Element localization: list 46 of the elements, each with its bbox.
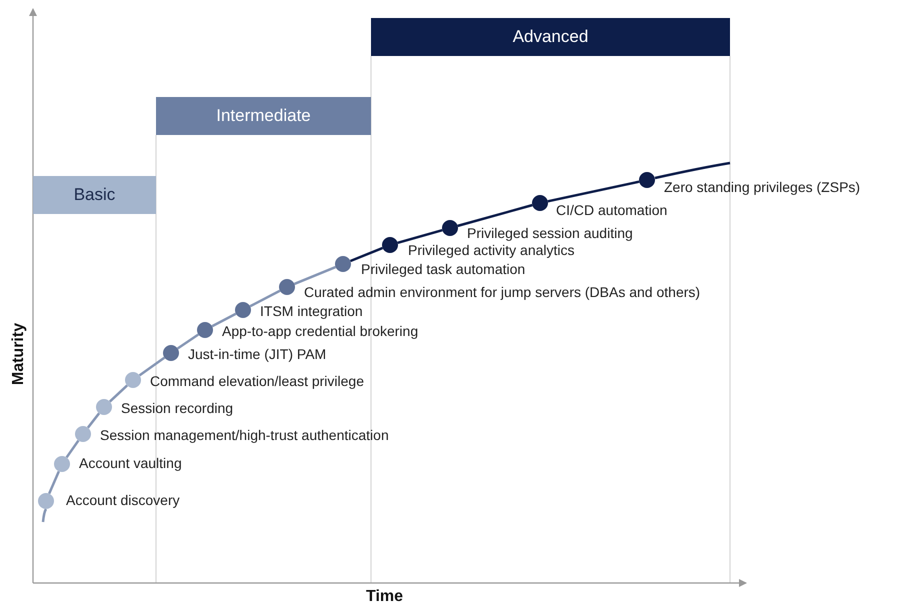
milestone-label: Account vaulting bbox=[79, 455, 182, 471]
curve-segment bbox=[66, 440, 80, 458]
milestone-dot bbox=[75, 426, 91, 442]
stage-header: Intermediate bbox=[156, 97, 371, 135]
milestone-dot bbox=[197, 322, 213, 338]
milestone-label: Privileged activity analytics bbox=[408, 242, 575, 258]
milestone-label: CI/CD automation bbox=[556, 202, 668, 218]
curve-segment bbox=[86, 412, 100, 428]
milestone-label: App-to-app credential brokering bbox=[222, 323, 418, 339]
stage-header: Advanced bbox=[371, 18, 730, 56]
milestone-dot bbox=[382, 237, 398, 253]
milestone-dot bbox=[279, 279, 295, 295]
axis-title: Time bbox=[366, 588, 404, 606]
curve-segment bbox=[397, 228, 443, 244]
milestone-label: Session recording bbox=[121, 400, 234, 416]
curve-segment bbox=[548, 180, 640, 203]
axis-title: Maturity bbox=[10, 322, 28, 386]
milestone-dot bbox=[235, 302, 251, 318]
milestone-label: Zero standing privileges (ZSPs) bbox=[664, 179, 860, 195]
curve-segment bbox=[138, 356, 166, 376]
curve-segment bbox=[212, 312, 236, 328]
curve-segment bbox=[48, 470, 60, 494]
curve-segment bbox=[294, 266, 336, 286]
milestone-dot bbox=[38, 493, 54, 509]
milestone-dot bbox=[639, 172, 655, 188]
milestone-label: Session management/high-trust authentication bbox=[100, 427, 389, 443]
milestone-dot bbox=[54, 456, 70, 472]
curve-segment bbox=[250, 290, 280, 308]
milestone-dot bbox=[96, 399, 112, 415]
milestone-label: Account discovery bbox=[66, 492, 180, 508]
milestone-dot bbox=[163, 345, 179, 361]
milestone-dot bbox=[335, 256, 351, 272]
milestone-label: Just-in-time (JIT) PAM bbox=[188, 346, 326, 362]
milestone-dot bbox=[442, 220, 458, 236]
stage-header: Basic bbox=[33, 176, 156, 214]
curve-segment bbox=[457, 204, 533, 228]
milestone-label: ITSM integration bbox=[260, 303, 363, 319]
curve-segment bbox=[109, 384, 128, 402]
milestone-label: Privileged session auditing bbox=[467, 225, 633, 241]
milestone-dot bbox=[125, 372, 141, 388]
milestone-label: Curated admin environment for jump servers (DBAs and others) bbox=[304, 284, 700, 300]
milestone-dot bbox=[532, 195, 548, 211]
curve-segment bbox=[350, 246, 384, 262]
milestone-label: Command elevation/least privilege bbox=[150, 373, 364, 389]
milestone-label: Privileged task automation bbox=[361, 261, 526, 277]
curve-segment bbox=[176, 333, 200, 350]
